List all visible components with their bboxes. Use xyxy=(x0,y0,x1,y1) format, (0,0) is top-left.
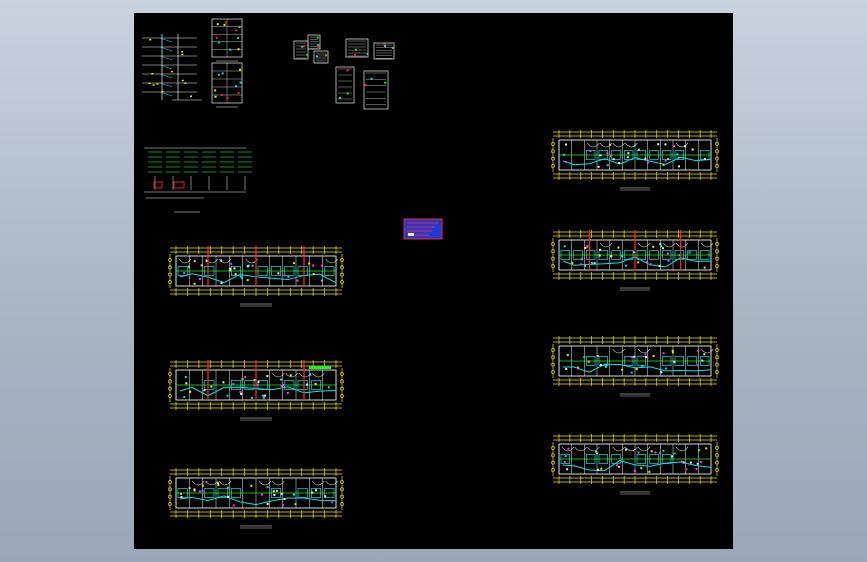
floor-plan-left-3[interactable] xyxy=(168,468,344,529)
riser-diagram[interactable] xyxy=(142,34,202,101)
system-diagram-a[interactable] xyxy=(211,18,243,62)
floor-plan-right-2[interactable] xyxy=(551,230,719,291)
drawing-svg[interactable] xyxy=(134,13,733,549)
title-stamp[interactable] xyxy=(403,218,443,240)
plan-tag xyxy=(309,366,331,369)
floor-plan-right-1[interactable] xyxy=(551,130,719,191)
floor-plan-right-3[interactable] xyxy=(551,336,719,397)
drawing-canvas[interactable] xyxy=(134,13,733,549)
floor-plan-left-1[interactable] xyxy=(168,246,344,307)
floor-plan-right-4[interactable] xyxy=(551,434,719,495)
detail-cluster[interactable] xyxy=(293,34,395,110)
distribution-diagram[interactable] xyxy=(144,147,252,213)
system-diagram-b[interactable] xyxy=(211,62,243,108)
